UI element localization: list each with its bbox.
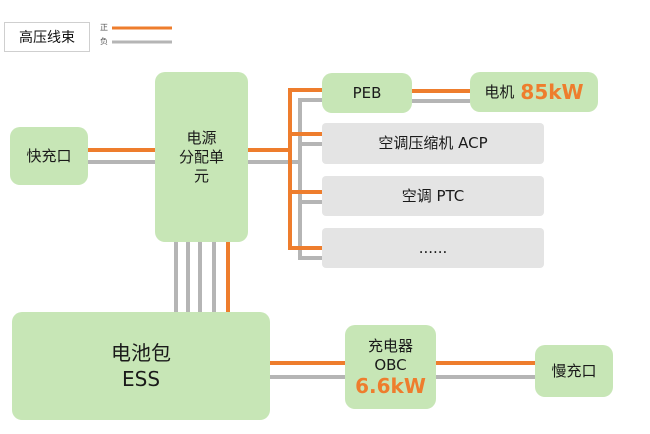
peb-label: PEB [352, 83, 382, 102]
power-distribution-unit: 电源 分配单 元 [155, 72, 248, 242]
charger-label-line1: 充电器 [367, 337, 413, 355]
pdu-label-line3: 元 [193, 166, 209, 185]
onboard-charger-box: 充电器 OBC 6.6kW [345, 325, 436, 409]
slow-charge-port: 慢充口 [535, 345, 613, 397]
legend-title: 高压线束 [4, 22, 90, 52]
charger-power: 6.6kW [355, 374, 426, 398]
ac-compressor-box: 空调压缩机 ACP [322, 123, 544, 164]
slow-charge-label: 慢充口 [551, 361, 597, 380]
legend-positive-label: 正 [100, 23, 108, 32]
battery-label-line1: 电池包 [111, 341, 171, 365]
pdu-label-line1: 电源 [186, 128, 217, 147]
pdu-label-line2: 分配单 [178, 147, 224, 166]
legend-negative-label: 负 [100, 37, 108, 46]
charger-label-line2: OBC [374, 356, 407, 374]
motor-power: 85kW [520, 80, 584, 104]
fast-charge-port: 快充口 [10, 127, 88, 185]
more-loads-label: ...... [418, 238, 448, 257]
motor-label: 电机 [484, 82, 515, 101]
more-loads-box: ...... [322, 228, 544, 268]
ac-ptc-label: 空调 PTC [401, 186, 465, 205]
peb-box: PEB [322, 73, 412, 113]
battery-label-line2: ESS [121, 367, 161, 391]
ac-ptc-box: 空调 PTC [322, 176, 544, 216]
motor-box: 电机 85kW [470, 72, 598, 112]
fast-charge-label: 快充口 [26, 146, 72, 165]
battery-pack-box: 电池包 ESS [12, 312, 270, 420]
ac-compressor-label: 空调压缩机 ACP [378, 134, 488, 152]
